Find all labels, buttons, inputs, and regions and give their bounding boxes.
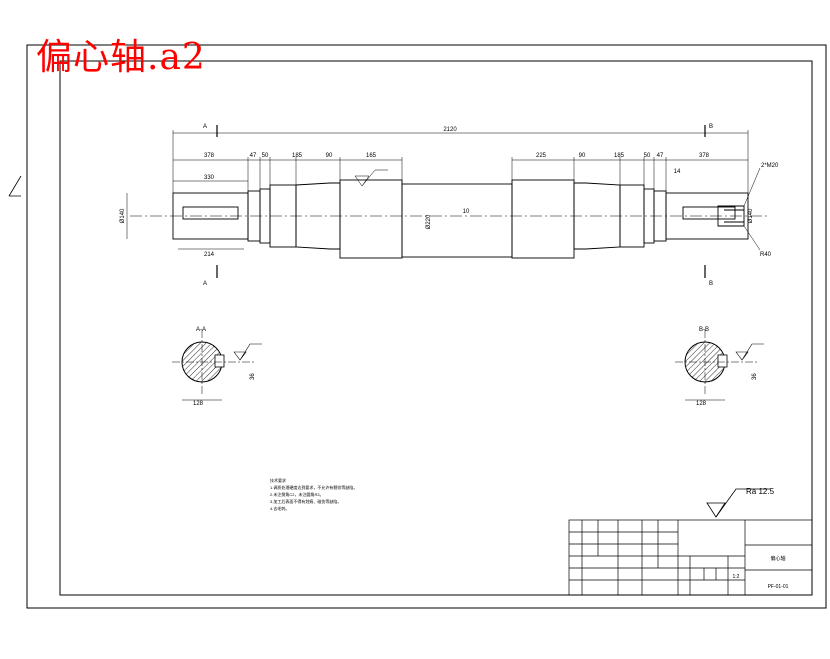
title-block-texts: 偏心轴 PF-01-01 1:2 [733, 555, 789, 590]
marker-right-top: B [709, 124, 713, 130]
dim-right-6: 378 [699, 153, 710, 159]
dim-center: 10 [463, 209, 470, 215]
notes-line-2: 2.未注倒角C2，未注圆角R2。 [270, 491, 324, 497]
drawing-number: PF-01-01 [768, 584, 789, 590]
marker-left-bottom: A [203, 281, 207, 287]
dim-left-2: 47 [250, 153, 257, 159]
dim-right-4: 50 [644, 153, 651, 159]
section-b-b: B-B 128 36 [675, 327, 764, 407]
dim-center-dia: Ø220 [426, 214, 432, 229]
part-name: 偏心轴 [770, 555, 785, 562]
notes-heading: 技术要求 [270, 477, 286, 483]
dim-left-5: 90 [326, 153, 333, 159]
dim-left-6: 165 [366, 153, 377, 159]
dim-left-bottom: 214 [204, 252, 215, 258]
dim-right-3: 185 [614, 153, 625, 159]
section-a-width: 128 [193, 401, 204, 407]
shaft-main-view [130, 179, 770, 259]
corner-mark [8, 175, 22, 197]
roughness-value: Ra 12.5 [746, 487, 775, 496]
dim-overall: 2120 [443, 127, 457, 133]
roughness-symbol: Ra 12.5 [706, 487, 775, 518]
marker-right-bottom: B [709, 281, 713, 287]
dim-right-dia: Ø140 [748, 208, 754, 223]
dim-right-5: 47 [657, 153, 664, 159]
file-title: 偏心轴.a2 [36, 37, 206, 78]
dimension-texts: 2120 378 47 50 185 90 165 225 90 185 50 … [120, 124, 779, 287]
outer-border [26, 44, 827, 609]
section-b-label: B-B [699, 327, 709, 333]
notes-line-3: 3.加工后表面不得有划痕、碰伤等缺陷。 [270, 498, 341, 504]
dim-left-3: 50 [262, 153, 269, 159]
section-b-height: 36 [752, 373, 758, 380]
section-a-a: A-A 128 36 [172, 327, 262, 407]
dim-left-1: 378 [204, 153, 215, 159]
inner-border [59, 60, 813, 596]
section-b-width: 128 [696, 401, 707, 407]
technical-notes: 技术要求 1.调质处理硬度达到要求，不允许有裂纹等缺陷。 2.未注倒角C2，未注… [270, 477, 357, 511]
dim-left-inner: 330 [204, 175, 215, 181]
section-a-height: 36 [250, 373, 256, 380]
dim-left-dia: Ø140 [120, 208, 126, 223]
dim-right-1: 225 [536, 153, 547, 159]
notes-line-4: 4.去毛刺。 [270, 505, 289, 511]
dimension-lines [126, 125, 761, 278]
note-right-bottom: R40 [760, 252, 772, 258]
notes-line-1: 1.调质处理硬度达到要求，不允许有裂纹等缺陷。 [270, 484, 357, 490]
section-a-label: A-A [196, 327, 206, 333]
dim-right-small: 14 [674, 169, 681, 175]
dim-right-2: 90 [579, 153, 586, 159]
title-block [568, 519, 813, 596]
marker-left-top: A [203, 124, 207, 130]
drawing-scale: 1:2 [733, 574, 740, 580]
dim-left-4: 185 [292, 153, 303, 159]
note-right-top: 2*M20 [761, 163, 779, 169]
